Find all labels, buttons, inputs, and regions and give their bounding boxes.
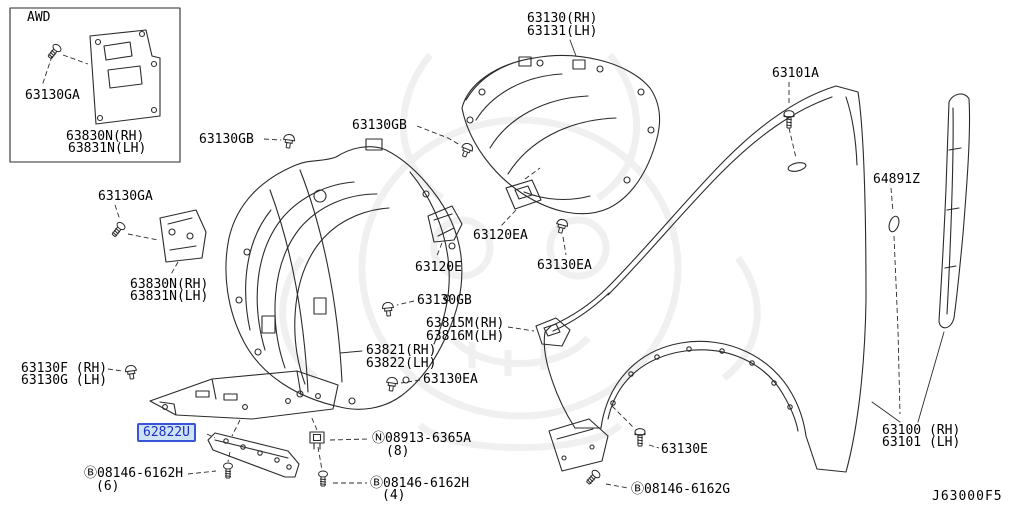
part-63120e-drawing bbox=[427, 205, 463, 243]
grommet-drawing bbox=[888, 215, 900, 233]
part-label-63130-rh: 63130(RH) bbox=[527, 11, 598, 26]
bracket-63830n-main bbox=[159, 209, 207, 263]
part-label-63100: 63100 (RH) bbox=[882, 423, 961, 438]
part-label-63830n-inset: 63830N(RH) bbox=[66, 129, 145, 144]
awd-inset-box bbox=[9, 7, 181, 163]
part-label-63822: 63822(LH) bbox=[366, 356, 437, 371]
part-label-63815m: 63815M(RH) bbox=[426, 316, 505, 331]
part-label-63831n-inset: 63831N(LH) bbox=[68, 141, 147, 156]
part-63815m-drawing bbox=[535, 317, 571, 347]
part-63120ea-drawing bbox=[505, 179, 542, 210]
part-qty-08913-6365a: (8) bbox=[386, 444, 410, 459]
part-label-08913-6365a: Ⓝ08913-6365A bbox=[372, 431, 472, 446]
part-qty-08146-6162h-left: (6) bbox=[96, 479, 120, 494]
solid-leaders bbox=[339, 39, 945, 423]
nut-clip-drawing bbox=[309, 431, 325, 450]
part-label-63120e: 63120E bbox=[415, 260, 462, 275]
part-label-63830n-main: 63830N(RH) bbox=[130, 277, 209, 292]
drawing-code: J63000F5 bbox=[932, 489, 1003, 504]
part-label-63831n-main: 63831N(LH) bbox=[130, 289, 209, 304]
part-label-63130ea-bottom: 63130EA bbox=[423, 372, 478, 387]
fender-protector-left-drawing bbox=[225, 138, 463, 410]
part-label-08146-6162g: Ⓑ08146-6162G bbox=[631, 482, 731, 497]
dashed-leaders bbox=[41, 54, 901, 489]
watermark-oni-mask bbox=[279, 52, 761, 451]
part-label-63130f: 63130F (RH) bbox=[21, 361, 108, 376]
part-qty-08146-6162h-mid: (4) bbox=[382, 488, 406, 503]
front-lower-bracket-drawing bbox=[548, 418, 609, 472]
part-label-63130gb-left: 63130GB bbox=[199, 132, 254, 147]
part-label-63816m: 63816M(LH) bbox=[426, 329, 505, 344]
part-label-63101a: 63101A bbox=[772, 66, 819, 81]
part-label-62822u-selected[interactable]: 62822U bbox=[137, 423, 196, 442]
part-label-63120ea: 63120EA bbox=[473, 228, 528, 243]
front-fender-drawing bbox=[543, 85, 867, 473]
part-label-63130ga-main: 63130GA bbox=[98, 189, 153, 204]
part-label-63130gb-top: 63130GB bbox=[352, 118, 407, 133]
part-label-63101: 63101 (LH) bbox=[882, 435, 961, 450]
fender-protector-top-drawing bbox=[461, 55, 661, 215]
part-label-63130ga-inset: 63130GA bbox=[25, 88, 80, 103]
part-label-63130ea-right: 63130EA bbox=[537, 258, 592, 273]
part-label-63130g: 63130G (LH) bbox=[21, 373, 108, 388]
inset-title-awd: AWD bbox=[27, 10, 51, 25]
stiffener-64891z-drawing bbox=[938, 93, 971, 329]
part-label-64891z: 64891Z bbox=[873, 172, 920, 187]
part-label-63131-lh: 63131(LH) bbox=[527, 24, 598, 39]
part-label-08146-6162h-mid: Ⓑ08146-6162H bbox=[370, 476, 470, 491]
part-label-08146-6162h-left: Ⓑ08146-6162H bbox=[84, 466, 184, 481]
strip-62822u-drawing bbox=[207, 432, 300, 478]
part-label-63130e: 63130E bbox=[661, 442, 708, 457]
part-label-63130gb-mid: 63130GB bbox=[417, 293, 472, 308]
splash-cover-drawing bbox=[149, 370, 339, 420]
part-label-63821: 63821(RH) bbox=[366, 343, 437, 358]
